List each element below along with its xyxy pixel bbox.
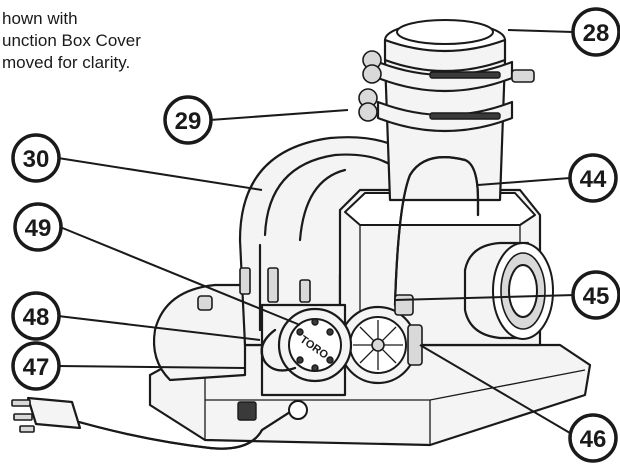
callout-28: 28 [571,7,620,57]
svg-text:45: 45 [583,283,610,310]
diagram-note: hown with unction Box Cover moved for cl… [2,9,141,72]
gas-valve: TORO [239,267,353,397]
note-line-3: moved for clarity. [2,53,130,72]
svg-text:49: 49 [25,215,52,242]
svg-text:46: 46 [580,426,607,453]
svg-text:47: 47 [23,354,50,381]
svg-text:44: 44 [580,166,607,193]
callout-30: 30 [11,133,61,183]
lower-clamp [358,88,514,133]
side-port [463,241,554,340]
callout-44: 44 [568,153,618,203]
pressure-switch [338,294,423,385]
callout-49: 49 [13,202,63,252]
svg-text:48: 48 [23,304,50,331]
upper-clamp [362,50,535,93]
callout-46: 46 [568,413,618,463]
svg-text:30: 30 [23,146,50,173]
callout-29: 29 [163,95,213,145]
leader-lines [57,29,576,434]
note-line-1: hown with [2,9,78,28]
power-cord [11,396,308,450]
svg-text:29: 29 [175,108,202,135]
callout-48: 48 [11,291,61,341]
callout-45: 45 [571,270,620,320]
note-line-2: unction Box Cover [2,31,141,50]
callout-47: 47 [11,341,61,391]
assembly-drawing: TORO [11,19,592,450]
svg-text:28: 28 [583,20,610,47]
